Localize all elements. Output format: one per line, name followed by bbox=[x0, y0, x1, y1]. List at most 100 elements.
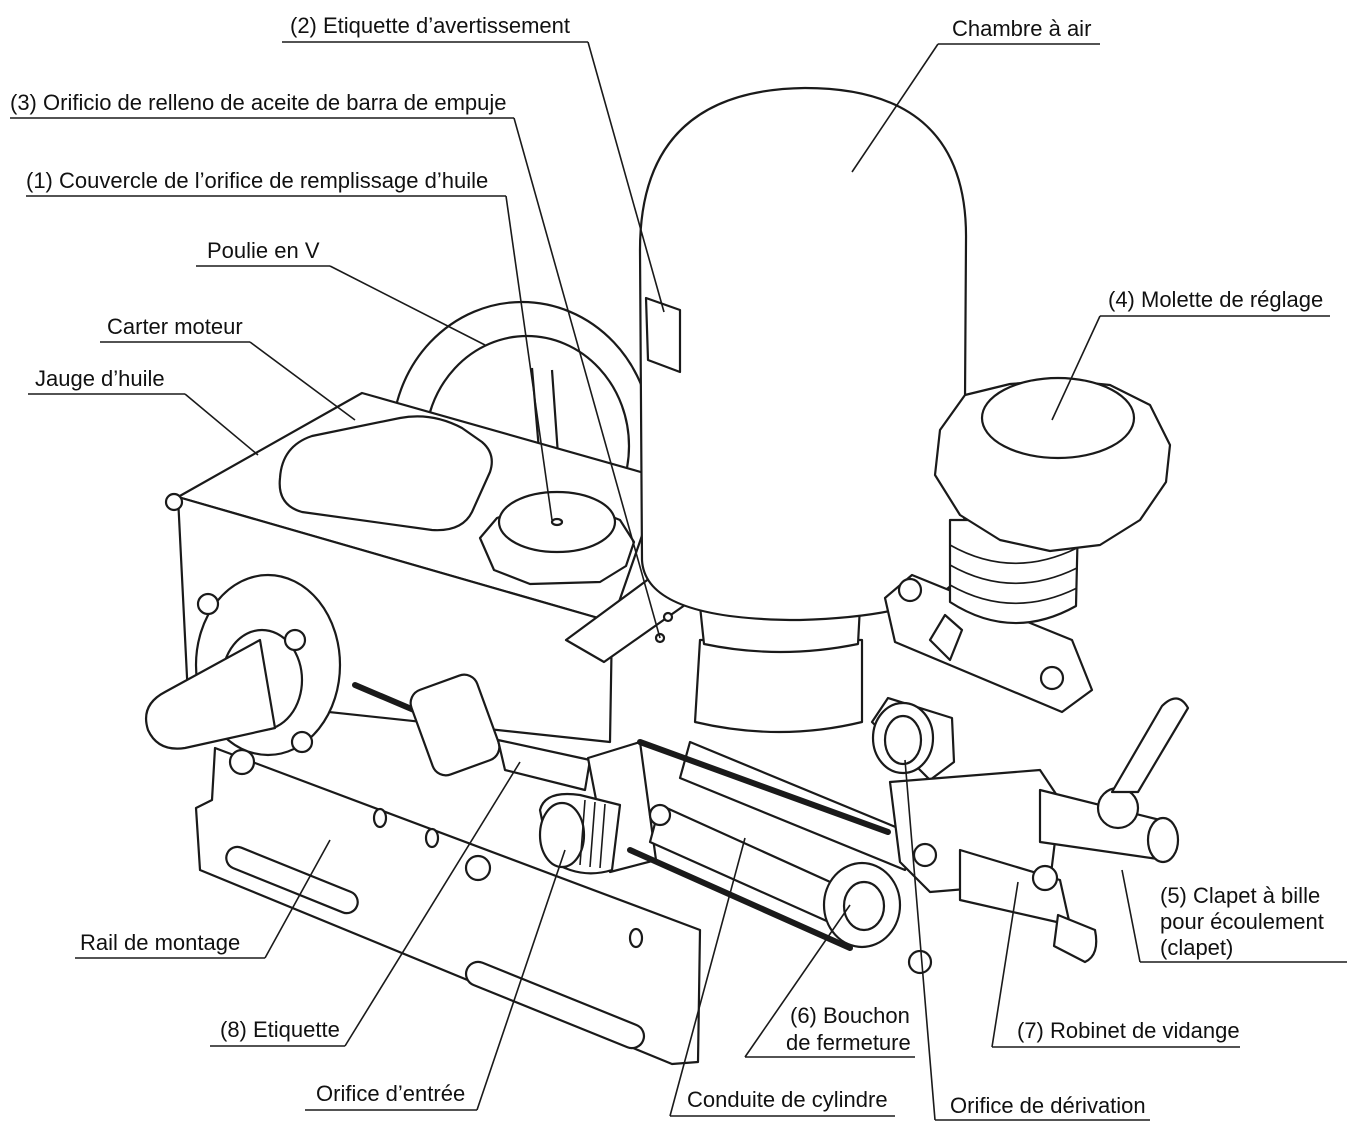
crankcase-side-bolt bbox=[164, 492, 184, 512]
callout-ball-valve-leader bbox=[1121, 869, 1141, 963]
cylinder-pipes bbox=[627, 739, 917, 951]
callout-crankcase: Carter moteur bbox=[100, 314, 356, 421]
callout-crankcase-leader bbox=[249, 341, 356, 421]
adjust-knob-cap bbox=[980, 376, 1136, 460]
callout-ball-valve-text-1: (5) Clapet à bille bbox=[1160, 883, 1320, 908]
ball-valve-lever bbox=[1110, 697, 1190, 794]
callout-ball-valve-text-3: (clapet) bbox=[1160, 935, 1233, 960]
callout-pushrod-oil-port-text: (3) Orificio de relleno de aceite de bar… bbox=[10, 90, 507, 115]
callout-v-pulley: Poulie en V bbox=[196, 238, 486, 346]
mounting-rail-hole-1 bbox=[372, 807, 388, 829]
callout-warning-label-leader bbox=[587, 41, 665, 313]
callout-drain-cock: (7) Robinet de vidange bbox=[991, 881, 1240, 1048]
bypass-opening bbox=[883, 714, 923, 766]
outlet-manifold bbox=[888, 768, 1062, 975]
bypass-port bbox=[870, 696, 956, 782]
pushrod-oil-hole-2 bbox=[662, 611, 674, 623]
callout-ball-valve-text-2: pour écoulement bbox=[1160, 909, 1324, 934]
drive-shaft bbox=[144, 573, 342, 757]
callout-warning-label: (2) Etiquette d’avertissement bbox=[282, 13, 665, 313]
callout-closing-plug-text-1: (6) Bouchon bbox=[790, 1003, 910, 1028]
air-chamber-neck-body bbox=[693, 638, 864, 734]
mounting-rail-bolt-1 bbox=[228, 748, 256, 776]
callout-drain-cock-leader bbox=[991, 881, 1019, 1048]
callout-mounting-rail: Rail de montage bbox=[75, 839, 331, 959]
ball-valve-outlet bbox=[1146, 816, 1180, 864]
callout-oil-gauge: Jauge d’huile bbox=[28, 366, 259, 456]
callout-adjust-knob-leader bbox=[1051, 315, 1101, 421]
callout-oil-fill-cap-leader bbox=[505, 195, 553, 521]
inlet-port bbox=[538, 740, 658, 875]
callout-cylinder-pipe: Conduite de cylindre bbox=[669, 837, 895, 1117]
callout-warning-label-text: (2) Etiquette d’avertissement bbox=[290, 13, 570, 38]
inlet-threads bbox=[579, 799, 606, 869]
air-chamber-dome bbox=[638, 86, 968, 622]
callout-oil-fill-cap-text: (1) Couvercle de l’orifice de remplissag… bbox=[26, 168, 488, 193]
plug-center bbox=[842, 880, 886, 932]
callout-crankcase-text: Carter moteur bbox=[107, 314, 243, 339]
mounting-rail-slot-1 bbox=[225, 845, 359, 915]
ball-valve bbox=[1038, 697, 1190, 864]
callout-closing-plug-text-2: de fermeture bbox=[786, 1030, 911, 1055]
crankcase-inspection-window bbox=[278, 415, 493, 532]
manifold-nut-lower bbox=[907, 949, 933, 975]
drain-cock bbox=[958, 848, 1098, 964]
mounting-rail-slot-2 bbox=[464, 960, 646, 1050]
callout-drain-cock-text: (7) Robinet de vidange bbox=[1017, 1018, 1240, 1043]
regulator-flange-bolt-2 bbox=[1039, 665, 1065, 691]
oil-fill-cap bbox=[478, 490, 636, 586]
tie-rod-lower bbox=[627, 847, 853, 951]
regulator-thread-rings bbox=[949, 544, 1078, 605]
callout-label-8-leader bbox=[344, 761, 521, 1047]
cylinder-pipe-upper bbox=[678, 740, 917, 872]
callout-adjust-knob: (4) Molette de réglage bbox=[1051, 287, 1330, 421]
flange-bolt-2 bbox=[283, 628, 307, 652]
callout-air-chamber-leader bbox=[851, 43, 939, 173]
callout-oil-gauge-text: Jauge d’huile bbox=[35, 366, 165, 391]
callout-cylinder-pipe-leader bbox=[669, 837, 746, 1117]
regulator-wing bbox=[928, 613, 964, 662]
callout-closing-plug: (6) Bouchon de fermeture bbox=[744, 904, 915, 1058]
inlet-opening bbox=[538, 801, 586, 869]
callout-pushrod-oil-port: (3) Orificio de relleno de aceite de bar… bbox=[10, 90, 661, 639]
callout-ball-valve: (5) Clapet à bille pour écoulement (clap… bbox=[1121, 869, 1347, 963]
callout-bypass-port-leader bbox=[904, 759, 936, 1121]
callout-label-8: (8) Etiquette bbox=[210, 761, 521, 1047]
drain-cock-knob bbox=[1031, 864, 1059, 892]
air-chamber bbox=[638, 86, 968, 734]
callout-oil-fill-cap: (1) Couvercle de l’orifice de remplissag… bbox=[26, 168, 553, 521]
callout-label-8-text: (8) Etiquette bbox=[220, 1017, 340, 1042]
oil-gauge bbox=[352, 673, 592, 792]
shaft-cone bbox=[144, 638, 277, 750]
callout-closing-plug-leader bbox=[744, 904, 851, 1058]
callout-air-chamber-text: Chambre à air bbox=[952, 16, 1091, 41]
callout-pushrod-oil-port-leader bbox=[513, 117, 661, 639]
callouts: (2) Etiquette d’avertissement Chambre à … bbox=[10, 13, 1347, 1121]
callout-v-pulley-text: Poulie en V bbox=[207, 238, 320, 263]
mounting-rail bbox=[194, 746, 702, 1066]
ball-valve-body bbox=[1096, 786, 1140, 830]
callout-bypass-port: Orifice de dérivation bbox=[904, 759, 1150, 1121]
oil-gauge-cap bbox=[409, 673, 501, 777]
callout-mounting-rail-text: Rail de montage bbox=[80, 930, 240, 955]
callout-bypass-port-text: Orifice de dérivation bbox=[950, 1093, 1146, 1118]
mounting-rail-bolt-2 bbox=[464, 854, 492, 882]
flange-bolt-1 bbox=[196, 592, 220, 616]
tie-rod-nut bbox=[648, 803, 672, 827]
oil-cap-vent bbox=[550, 517, 564, 527]
callout-cylinder-pipe-text: Conduite de cylindre bbox=[687, 1087, 888, 1112]
callout-adjust-knob-text: (4) Molette de réglage bbox=[1108, 287, 1323, 312]
callout-v-pulley-leader bbox=[329, 265, 486, 346]
callout-air-chamber: Chambre à air bbox=[851, 16, 1100, 173]
label-plate-8 bbox=[496, 738, 592, 792]
pump-drawing bbox=[144, 86, 1190, 1066]
pressure-regulator bbox=[883, 376, 1172, 714]
closing-plug bbox=[822, 861, 902, 949]
tie-rod-upper bbox=[637, 739, 891, 835]
callout-inlet-port-text: Orifice d’entrée bbox=[316, 1081, 465, 1106]
warning-label-sticker bbox=[644, 296, 682, 374]
callout-mounting-rail-leader bbox=[264, 839, 331, 959]
flange-bolt-3 bbox=[290, 730, 314, 754]
drain-cock-outlet bbox=[1052, 913, 1098, 964]
